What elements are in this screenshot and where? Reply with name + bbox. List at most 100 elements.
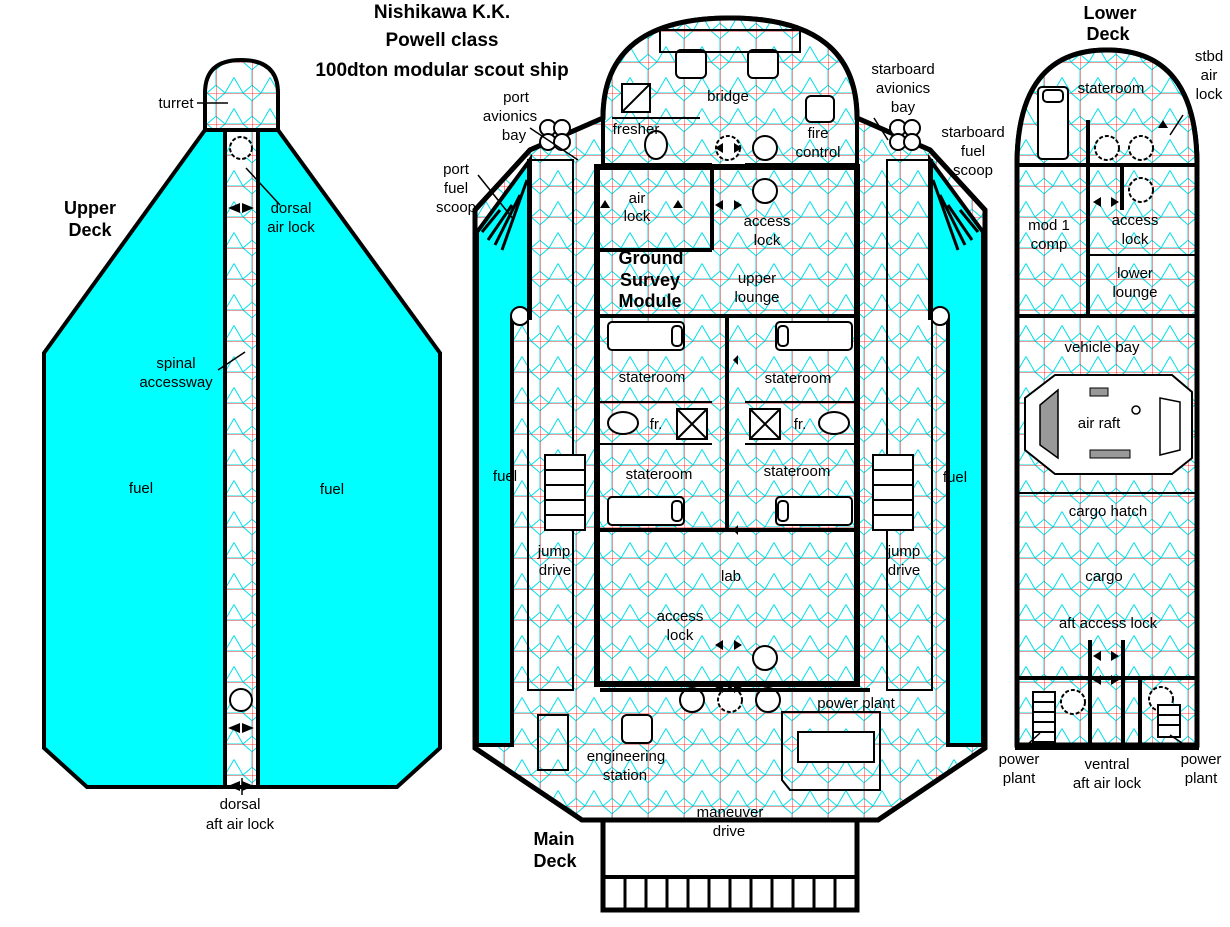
stbd-avionics-label-3: bay (891, 99, 916, 116)
main-fuel-stbd-label: fuel (943, 469, 967, 486)
lower-access-label-2: lock (1122, 231, 1149, 248)
lower-deck-heading-1: Lower (1083, 3, 1136, 23)
module-label-1: Ground (619, 248, 684, 268)
air-raft (1024, 374, 1193, 475)
turret (203, 57, 280, 132)
bunk-port-aft (607, 496, 685, 526)
fresher-stbd-toilet (818, 411, 850, 435)
jump-port-label-2: drive (539, 562, 572, 579)
spinal-label-1: spinal (156, 355, 195, 372)
engineering-label-1: engineering (587, 748, 665, 765)
upper-fuel-port-label: fuel (129, 480, 153, 497)
spinal-accessway (223, 128, 260, 789)
fire-control-seat (805, 95, 835, 123)
maneuver-label-1: maneuver (697, 804, 764, 821)
thruster-nozzles (623, 877, 837, 910)
aft-lock-label-1: dorsal (220, 796, 261, 813)
power-port-label-1: power (999, 751, 1040, 768)
dorsal-lock-label-1: dorsal (271, 200, 312, 217)
bridge-console (659, 29, 801, 53)
port-scoop-label-2: fuel (444, 180, 468, 197)
stbd-lock-label-2: air (1201, 67, 1218, 84)
engineering-seat (621, 714, 653, 744)
lab-label: lab (721, 568, 741, 585)
jump-stbd-label-2: drive (888, 562, 921, 579)
ventral-label-1: ventral (1084, 756, 1129, 773)
aft-lock-label-2: aft air lock (206, 816, 275, 833)
port-scoop-label-1: port (443, 161, 470, 178)
stbd-scoop-label-1: starboard (941, 124, 1004, 141)
fire-control-label-2: control (795, 144, 840, 161)
port-avionics-label-1: port (503, 89, 530, 106)
lower-access-label-1: access (1112, 212, 1159, 229)
cargo-label: cargo (1085, 568, 1123, 585)
spinal-leader (217, 351, 246, 371)
power-port-label-2: plant (1003, 770, 1036, 787)
stbd-scoop-label-3: scoop (953, 162, 993, 179)
jump-stbd-label-1: jump (887, 543, 921, 560)
title-line-2: Powell class (385, 30, 498, 51)
lower-lounge-label-1: lower (1117, 265, 1153, 282)
aft-access-label-1: access (657, 608, 704, 625)
lower-power-plant-stbd (1157, 704, 1181, 738)
jump-drive-port (544, 454, 586, 531)
stbd-avionics-label-1: starboard (871, 61, 934, 78)
lower-lounge-label-2: lounge (1112, 284, 1157, 301)
jump-drive-stbd (872, 454, 914, 531)
access-lock-label-2: lock (754, 232, 781, 249)
fresher-label: fresher (613, 121, 660, 138)
module-label-2: Survey (620, 270, 680, 290)
upper-fuel-stbd-label: fuel (320, 481, 344, 498)
bridge-label: bridge (707, 88, 749, 105)
lower-hatch-1 (1094, 135, 1120, 161)
lower-hatch-3 (1128, 177, 1154, 203)
port-avionics-label-3: bay (502, 127, 527, 144)
mod-comp-label-2: comp (1031, 236, 1068, 253)
main-deck-heading-1: Main (533, 829, 574, 849)
lower-stateroom-bunk (1037, 86, 1069, 160)
ventral-hatch-port (1060, 689, 1086, 715)
dorsal-lock-door (228, 203, 254, 213)
aft-access-label-2: lock (667, 627, 694, 644)
module-hatch-fore (752, 178, 778, 204)
power-stbd-label-1: power (1181, 751, 1222, 768)
stateroom-pa-label: stateroom (626, 466, 693, 483)
title-line-1: Nishikawa K.K. (374, 2, 510, 23)
pilot-seat-stbd (747, 49, 779, 79)
dorsal-lock-leader (245, 167, 281, 206)
power-plant-label: power plant (817, 695, 895, 712)
turret-label: turret (158, 95, 194, 112)
airlock-label-1: air (629, 190, 646, 207)
stbd-scoop-hatching (931, 179, 980, 251)
ventral-label-2: aft air lock (1073, 775, 1142, 792)
aft-access-lower-label: aft access lock (1059, 615, 1158, 632)
fresher-stbd-label: fr. (794, 416, 807, 433)
lower-power-plant-port (1032, 691, 1056, 743)
dorsal-air-lock-hatch (229, 136, 253, 160)
dorsal-lock-label-2: air lock (267, 219, 315, 236)
lower-hatch-2 (1128, 135, 1154, 161)
upper-deck-heading-2: Deck (68, 220, 112, 240)
air-raft-label: air raft (1078, 415, 1121, 432)
ground-survey-module (594, 164, 860, 687)
stbd-lock-label-1: stbd (1195, 48, 1223, 65)
bunk-port-fore (607, 321, 685, 351)
upper-deck-heading-1: Upper (64, 198, 116, 218)
power-plant-housing (781, 711, 881, 791)
upper-lounge-label-2: lounge (734, 289, 779, 306)
stateroom-sa-label: stateroom (764, 463, 831, 480)
bunk-stbd-aft (775, 496, 853, 526)
fresher-toilet (644, 130, 668, 160)
stateroom-pf-label: stateroom (619, 369, 686, 386)
upper-lounge-label-1: upper (738, 270, 776, 287)
vehicle-bay-label: vehicle bay (1064, 339, 1140, 356)
upper-deck: Upper Deck turret dorsal air lock spinal… (42, 57, 442, 833)
dorsal-aft-hatch (229, 688, 253, 712)
lower-deck-heading-2: Deck (1086, 24, 1130, 44)
access-lock-label-1: access (744, 213, 791, 230)
pilot-seat-port (675, 49, 707, 79)
main-deck: Nishikawa K.K. Powell class 100dton modu… (314, 1, 1005, 913)
power-stbd-label-2: plant (1185, 770, 1218, 787)
main-deck-heading-2: Deck (533, 851, 577, 871)
